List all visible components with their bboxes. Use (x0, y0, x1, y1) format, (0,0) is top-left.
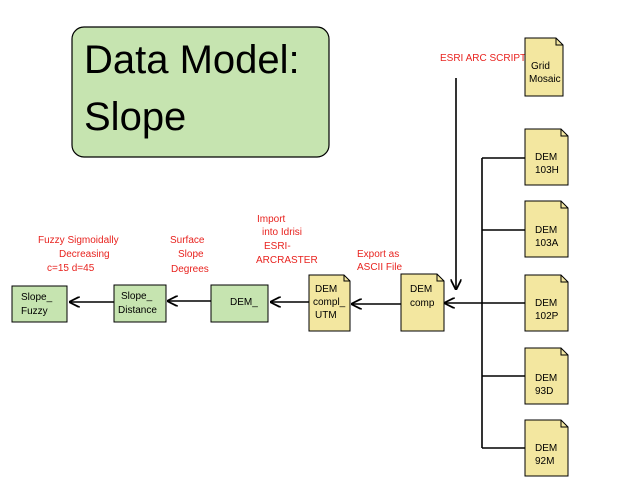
fuzzy-label-line-3: c=15 d=45 (47, 263, 95, 274)
dem-103a-line-2: 103A (535, 238, 559, 249)
title-line-2: Slope (84, 95, 186, 139)
grid-mosaic-line-1: Grid (531, 61, 550, 72)
import-label-line-1: Import (257, 214, 286, 225)
dem-raster-label: DEM_ (230, 297, 258, 308)
file-corner-fold (555, 38, 563, 46)
slope-fuzzy-line-2: Fuzzy (21, 306, 48, 317)
dem-102p-file[interactable]: DEM 102P (524, 274, 569, 332)
dem-92m-line-2: 92M (535, 456, 554, 467)
dem-92m-line-1: DEM (535, 443, 557, 454)
file-icon (524, 128, 569, 186)
dem-102p-line-2: 102P (535, 311, 559, 322)
dem-103a-line-1: DEM (535, 225, 557, 236)
dem-103h-line-2: 103H (535, 165, 559, 176)
title-line-1: Data Model: (84, 38, 300, 82)
dem-93d-line-2: 93D (535, 386, 553, 397)
dem-103h-line-1: DEM (535, 152, 557, 163)
slope-fuzzy-line-1: Slope_ (21, 292, 53, 303)
file-icon (308, 274, 351, 332)
dem-utm-line-3: UTM (315, 310, 337, 321)
title-box-background (71, 26, 330, 158)
surface-label-line-2: Slope (178, 249, 204, 260)
dem-92m-file[interactable]: DEM 92M (524, 419, 569, 477)
surface-label-line-1: Surface (170, 235, 205, 246)
slope-fuzzy-box-background (11, 285, 68, 323)
dem-utm-file[interactable]: DEM compl_ UTM (308, 274, 351, 332)
import-label-line-3: ESRI- (264, 241, 291, 252)
import-label-line-4: ARCRASTER (256, 255, 318, 266)
dem-comp-file[interactable]: DEM comp (400, 273, 445, 332)
grid-mosaic-file[interactable]: Grid Mosaic (524, 37, 564, 97)
dem-utm-line-1: DEM (315, 284, 337, 295)
dem-93d-line-1: DEM (535, 373, 557, 384)
dem-comp-line-1: DEM (410, 284, 432, 295)
file-icon (524, 274, 569, 332)
file-icon (400, 273, 445, 332)
dem-utm-line-2: compl_ (313, 297, 346, 308)
dem-93d-file[interactable]: DEM 93D (524, 347, 569, 405)
slope-distance-box[interactable]: Slope_ Distance (113, 284, 167, 323)
slope-distance-line-1: Slope_ (121, 291, 153, 302)
esri-arc-scripts-label: ESRI ARC SCRIPTS (440, 53, 533, 64)
surface-label-line-3: Degrees (171, 264, 209, 275)
export-label-line-2: ASCII File (357, 262, 402, 273)
export-label-line-1: Export as (357, 249, 399, 260)
dem-comp-line-2: comp (410, 298, 435, 309)
slope-distance-box-background (113, 284, 167, 323)
dem-raster-box-background (210, 284, 269, 323)
dem-103a-file[interactable]: DEM 103A (524, 200, 569, 258)
fuzzy-label-line-2: Decreasing (59, 249, 110, 260)
import-label-line-2: into Idrisi (262, 227, 302, 238)
file-icon (524, 347, 569, 405)
title-box: Data Model: Slope (71, 26, 330, 158)
slope-fuzzy-box[interactable]: Slope_ Fuzzy (11, 285, 68, 323)
file-icon (524, 200, 569, 258)
slope-distance-line-2: Distance (118, 305, 157, 316)
fuzzy-label-line-1: Fuzzy Sigmoidally (38, 235, 119, 246)
dem-103h-file[interactable]: DEM 103H (524, 128, 569, 186)
grid-mosaic-line-2: Mosaic (529, 74, 561, 85)
source-bracket (481, 157, 525, 449)
file-icon (524, 37, 564, 97)
dem-102p-line-1: DEM (535, 298, 557, 309)
dem-raster-box[interactable]: DEM_ (210, 284, 269, 323)
file-icon (524, 419, 569, 477)
